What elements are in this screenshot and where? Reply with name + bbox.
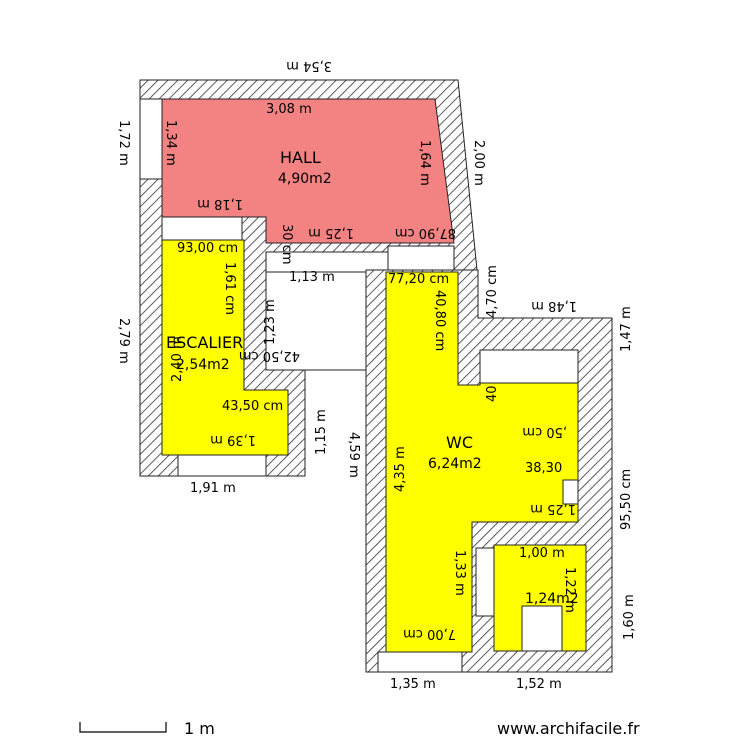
dim-top-outer: 3,54 m: [286, 58, 332, 73]
dim-small-160: 1,60 m: [622, 594, 637, 640]
dim-hall-right-outer: 2,00 m: [471, 140, 486, 186]
dim-hall-bottom-125: 1,25 m: [308, 225, 354, 240]
dim-wc-133: 1,33 m: [452, 550, 467, 596]
dim-small-152: 1,52 m: [516, 677, 562, 692]
dim-wc-435: 4,35 m: [393, 446, 408, 492]
room-area-hall: 4,90m2: [278, 171, 332, 187]
window-escalier-bottom: [177, 454, 267, 477]
dim-corridor-113: 1,13 m: [289, 270, 335, 285]
opening-hall-bottom: [161, 216, 243, 241]
dim-esc-139: 1,39 m: [210, 432, 256, 447]
dim-wc-470: 4,70 cm: [485, 265, 500, 318]
wc-fixture-left: [475, 547, 495, 617]
dim-esc-bottom: 1,91 m: [190, 481, 236, 496]
dim-wc-459: 4,59 m: [346, 432, 361, 478]
dim-hall-right-inner: 1,64 m: [417, 140, 432, 186]
opening-hall-corridor: [387, 245, 455, 271]
dim-esc-4350: 43,50 cm: [222, 399, 283, 414]
room-area-escalier: 2,54m2: [176, 357, 230, 373]
small-fixture: [521, 605, 563, 652]
dim-escalier-vert: 1,61 cm: [222, 262, 237, 315]
dim-esc-4250: 42,50 cm: [239, 348, 300, 363]
dimensions-vertical: 1,72 m 1,34 m 1,64 m 2,00 m 2,79 m 2,40 …: [116, 120, 637, 640]
dim-hall-bottom-30: 30 cm: [279, 224, 294, 265]
dim-corridor-123: 1,23 m: [263, 299, 278, 345]
corridor-void: [265, 271, 367, 371]
dim-wc-bottom-135: 1,35 m: [390, 677, 436, 692]
dim-small-100: 1,00 m: [519, 546, 565, 561]
dim-hall-left-inner: 1,34 m: [163, 120, 178, 166]
dim-wc-3830: 38,30: [525, 461, 562, 476]
room-name-hall: HALL: [280, 148, 321, 167]
wc-fixture-right: [562, 479, 579, 505]
dim-left-hall: 1,72 m: [116, 120, 131, 166]
scale-line: [79, 722, 167, 733]
dim-wc-9550: 95,50 cm: [619, 469, 634, 530]
dim-escalier-left-outer: 2,79 m: [116, 318, 131, 364]
dim-small-122: 1,22 m: [562, 567, 577, 613]
openings: [139, 98, 579, 673]
dim-wc-top-right: 1,48 m: [531, 298, 577, 313]
dimensions: 3,54 m 3,08 m 1,18 m 30 cm 1,25 m 87,90 …: [177, 58, 577, 692]
window-wc-bottom: [377, 651, 463, 673]
dim-wc-50: ,50 cm: [522, 424, 567, 439]
room-labels: HALL 4,90m2 ESCALIER 2,54m2 WC 6,24m2 1,…: [166, 148, 579, 607]
room-name-escalier: ESCALIER: [166, 333, 243, 352]
room-name-wc: WC: [446, 433, 473, 452]
watermark: www.archifacile.fr: [497, 719, 640, 738]
wc-fixture-top: [479, 349, 579, 384]
window-hall-left: [139, 98, 163, 180]
dim-escalier-top: 93,00 cm: [177, 241, 238, 256]
room-escalier: [161, 239, 289, 456]
room-area-wc: 6,24m2: [428, 456, 482, 472]
dim-wc-125: 1,25 m: [530, 501, 576, 516]
dim-hall-bottom-a: 1,18 m: [197, 196, 243, 211]
room-area-small: 1,24m2: [525, 591, 579, 607]
dim-wc-bottom-700: 7,00 cm: [403, 626, 456, 641]
dim-esc-115: 1,15 m: [314, 409, 329, 455]
dim-wc-right-147: 1,47 m: [619, 306, 634, 352]
scale-label: 1 m: [184, 719, 215, 738]
dim-wc-7720: 77,20 cm: [388, 272, 449, 287]
dim-wc-40: 40: [485, 385, 500, 402]
dim-hall-width: 3,08 m: [266, 102, 312, 117]
scale-bar: 1 m: [79, 719, 215, 738]
dim-wc-4080: 40,80 cm: [432, 290, 447, 351]
dim-escalier-left-inner: 2,40 m: [170, 336, 185, 382]
dim-hall-bottom-8790: 87,90 cm: [395, 225, 456, 240]
